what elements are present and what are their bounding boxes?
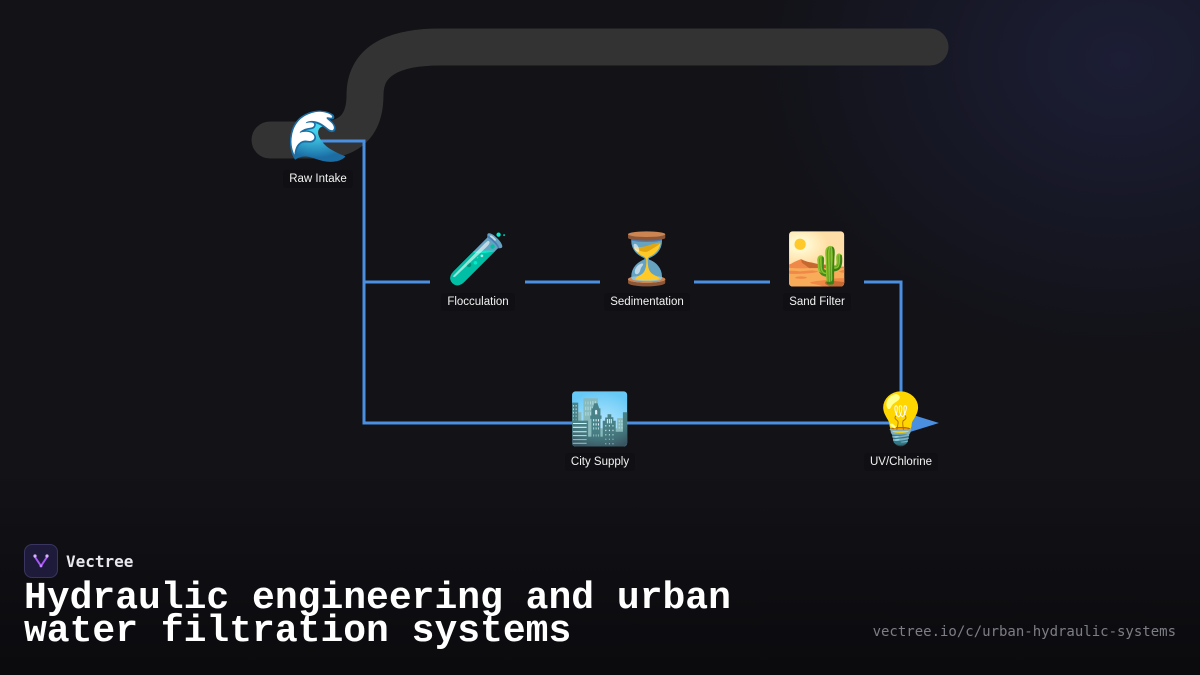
node-label: UV/Chlorine (864, 453, 938, 471)
node-sedimentation[interactable]: ⏳ Sedimentation (587, 229, 707, 311)
test-tube-icon: 🧪 (446, 231, 510, 287)
brand[interactable]: Vectree (24, 544, 133, 578)
connector-sandfilter-to-uv (864, 280, 903, 423)
decorative-pipe (251, 28, 949, 159)
arrowhead (910, 414, 939, 432)
brand-name: Vectree (66, 551, 134, 571)
node-raw-intake[interactable]: 🌊 Raw Intake (258, 106, 378, 188)
node-sand-filter[interactable]: 🏜️ Sand Filter (757, 229, 877, 311)
cityscape-icon: 🏙️ (568, 391, 632, 447)
node-label: City Supply (564, 453, 636, 471)
node-label: Flocculation (441, 293, 515, 311)
source-url[interactable]: vectree.io/c/urban-hydraulic-systems (872, 624, 1176, 640)
node-label: Sedimentation (604, 293, 690, 311)
page-title: Hydraulic engineering and urban water fi… (24, 577, 731, 653)
node-label: Sand Filter (783, 293, 851, 311)
node-label: Raw Intake (283, 170, 353, 188)
node-flocculation[interactable]: 🧪 Flocculation (418, 229, 538, 311)
desert-icon: 🏜️ (785, 231, 849, 287)
hourglass-icon: ⏳ (615, 231, 679, 287)
wave-icon: 🌊 (286, 108, 350, 164)
node-city-supply[interactable]: 🏙️ City Supply (540, 389, 660, 471)
vectree-logo-icon (24, 544, 58, 578)
node-uv-chlorine[interactable]: 💡 UV/Chlorine (841, 389, 961, 471)
light-bulb-icon: 💡 (869, 391, 933, 447)
